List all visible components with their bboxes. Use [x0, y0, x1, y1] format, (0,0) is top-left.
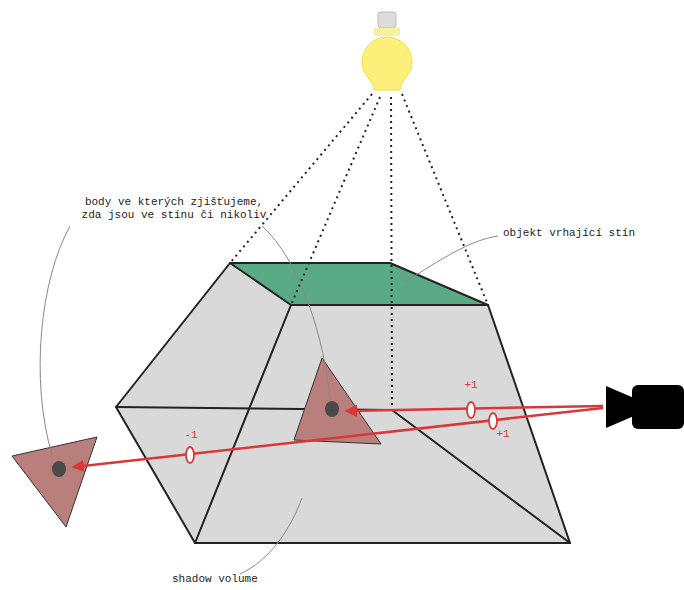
- counter-value: -1: [178, 429, 204, 442]
- leader-lines: [40, 226, 498, 574]
- camera: [606, 385, 684, 429]
- light-bulb: [362, 12, 412, 90]
- test-triangle: [294, 358, 381, 444]
- shadow-caster: [230, 263, 488, 305]
- view-rays: [74, 406, 603, 467]
- callout-text: shadow volume: [172, 573, 312, 586]
- test-triangle: [12, 437, 97, 527]
- shadow-volume: [116, 263, 570, 543]
- crossing-marks: [186, 402, 497, 463]
- callout-text: body ve kterých zjišťujeme, zda jsou ve …: [78, 196, 270, 222]
- counter-value: +1: [458, 379, 484, 392]
- callout-text: objekt vrhající stín: [503, 227, 663, 240]
- light-rays: [230, 94, 488, 410]
- counter-value: +1: [490, 428, 516, 441]
